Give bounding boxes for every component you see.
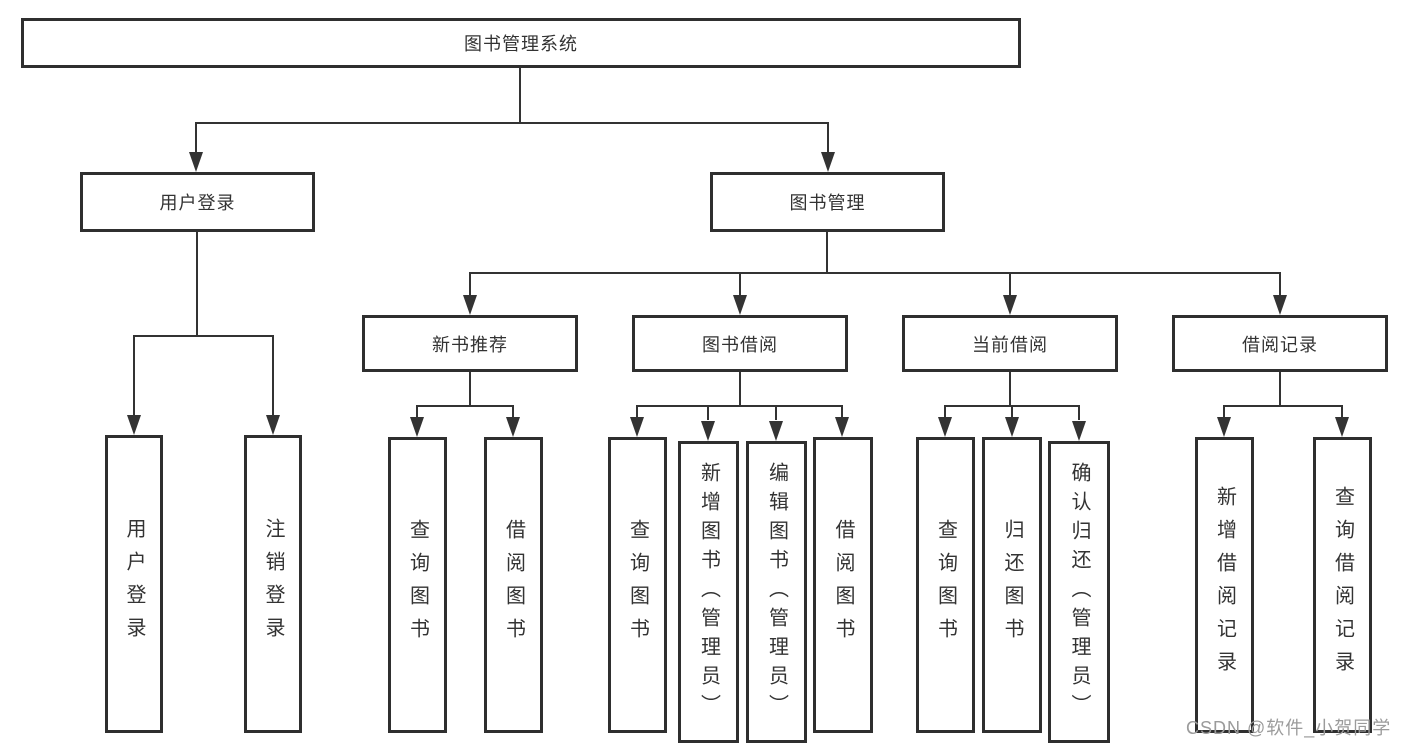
connector-arrow [506,417,520,437]
node-book-management-label: 图书管理 [789,193,866,213]
node-leaf-query-borrow-record: 查询借阅记录 [1313,437,1372,733]
node-label: 图书借阅 [702,334,778,355]
connector-line [1279,372,1281,407]
connector-line [469,372,471,407]
connector-line [196,232,198,337]
node-root: 图书管理系统 [21,18,1021,68]
node-leaf-borrow-books-recommend: 借阅图书 [484,437,543,733]
node-leaf-query-books-recommend: 查询图书 [388,437,447,733]
connector-line [775,405,777,420]
node-leaf-edit-books-admin: 编辑图书（管理员） [746,441,807,743]
connector-arrow [769,421,783,441]
connector-arrow [630,417,644,437]
connector-arrow [189,152,203,172]
connector-line [133,335,135,418]
leaf-label: 查询图书 [406,519,429,651]
connector-arrow [1005,417,1019,437]
csdn-watermark: CSDN @软件_小贺同学 [1186,718,1392,738]
connector-line [841,405,843,420]
connector-line [469,272,1281,274]
connector-line [512,405,514,420]
connector-line [636,405,638,420]
connector-line [1011,405,1013,420]
connector-arrow [463,295,477,315]
connector-arrow [410,417,424,437]
connector-line [636,405,843,407]
connector-line [739,372,741,407]
node-book-management: 图书管理 [710,172,945,232]
leaf-label: 编辑图书（管理员） [765,461,788,723]
leaf-label: 新增借阅记录 [1213,486,1236,684]
node-label: 借阅记录 [1242,334,1318,355]
connector-line [739,272,741,298]
connector-line [469,272,471,298]
connector-line [416,405,514,407]
connector-line [826,232,828,274]
connector-arrow [1072,421,1086,441]
connector-arrow [701,421,715,441]
node-leaf-add-borrow-record: 新增借阅记录 [1195,437,1254,733]
connector-line [195,122,197,155]
connector-line [519,68,521,124]
connector-line [1009,272,1011,298]
node-leaf-user-login: 用户登录 [105,435,163,733]
connector-line [1279,272,1281,298]
node-leaf-return-books: 归还图书 [982,437,1042,733]
node-leaf-confirm-return-admin: 确认归还（管理员） [1048,441,1110,743]
node-label: 当前借阅 [972,334,1048,355]
leaf-label: 注销登录 [262,518,284,650]
leaf-label: 查询借阅记录 [1331,486,1354,684]
connector-line [272,335,274,418]
connector-line [133,335,274,337]
leaf-label: 查询图书 [626,519,649,651]
connector-arrow [938,417,952,437]
connector-line [827,122,829,155]
connector-arrow [733,295,747,315]
connector-arrow [1273,295,1287,315]
leaf-label: 借阅图书 [832,519,854,651]
connector-line [707,405,709,420]
connector-arrow [127,415,141,435]
connector-line [1009,372,1011,407]
node-leaf-borrow-books-borrowing: 借阅图书 [813,437,873,733]
connector-line [416,405,418,420]
connector-arrow [821,152,835,172]
leaf-label: 查询图书 [934,519,957,651]
node-book-borrowing: 图书借阅 [632,315,848,372]
node-user-login: 用户登录 [80,172,315,232]
leaf-label: 归还图书 [1001,519,1023,651]
connector-line [196,122,829,124]
connector-arrow [835,417,849,437]
connector-line [944,405,946,420]
connector-line [1223,405,1225,420]
leaf-label: 确认归还（管理员） [1068,461,1090,723]
node-leaf-add-books-admin: 新增图书（管理员） [678,441,739,743]
connector-line [1078,405,1080,420]
leaf-label: 借阅图书 [502,519,525,651]
connector-arrow [1335,417,1349,437]
connector-arrow [1217,417,1231,437]
node-leaf-query-books-borrowing: 查询图书 [608,437,667,733]
leaf-label: 新增图书（管理员） [697,461,720,723]
connector-arrow [266,415,280,435]
node-user-login-label: 用户登录 [159,193,236,213]
connector-arrow [1003,295,1017,315]
node-new-book-recommendation: 新书推荐 [362,315,578,372]
connector-line [1341,405,1343,420]
node-label: 新书推荐 [432,334,508,355]
node-current-borrowing: 当前借阅 [902,315,1118,372]
node-borrowing-records: 借阅记录 [1172,315,1388,372]
node-leaf-logout: 注销登录 [244,435,302,733]
node-leaf-query-books-current: 查询图书 [916,437,975,733]
leaf-label: 用户登录 [123,518,145,650]
connector-line [1223,405,1343,407]
node-root-label: 图书管理系统 [464,34,578,54]
